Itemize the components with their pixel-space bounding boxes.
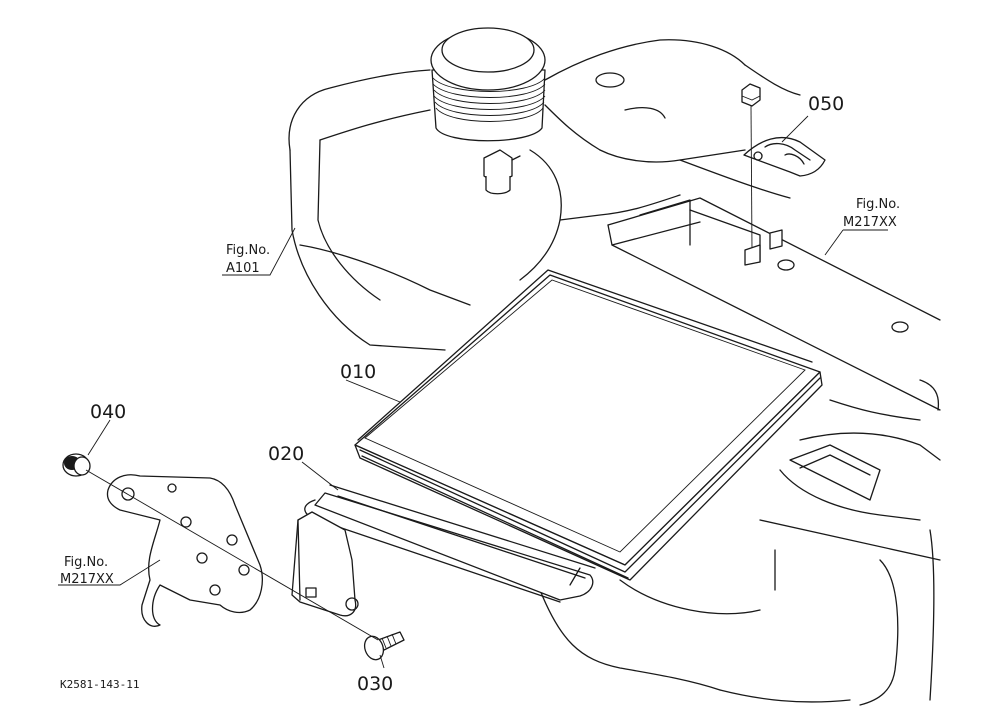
- leader-lines: [58, 115, 888, 669]
- callout-020: 020: [268, 443, 304, 465]
- part-030-bolt: [363, 631, 405, 661]
- side-bracket: [106, 474, 263, 627]
- callout-040: 040: [90, 401, 126, 423]
- callout-010: 010: [340, 361, 376, 383]
- ref-a101-number: A101: [226, 261, 260, 276]
- part-020-holder: [304, 484, 596, 603]
- drawing-code: K2581-143-11: [60, 678, 139, 691]
- ref-m217-left-label: Fig.No.: [64, 555, 108, 570]
- assembly-axis: [85, 469, 379, 641]
- part-040-grommet: [62, 453, 91, 477]
- fuel-cap: [430, 27, 546, 142]
- callout-050: 050: [808, 93, 844, 115]
- part-050-clip: [741, 83, 826, 266]
- part-010-mat: [354, 269, 823, 581]
- ref-m217-right-label: Fig.No.: [856, 197, 900, 212]
- ref-m217-left-number: M217XX: [60, 572, 114, 587]
- fuel-tank: [288, 39, 746, 351]
- angle-plate: [291, 511, 359, 617]
- callout-030: 030: [357, 673, 393, 695]
- frame-body: [539, 64, 941, 706]
- ref-m217-right-number: M217XX: [843, 215, 897, 230]
- ref-a101-label: Fig.No.: [226, 243, 270, 258]
- tank-fitting: [483, 149, 521, 195]
